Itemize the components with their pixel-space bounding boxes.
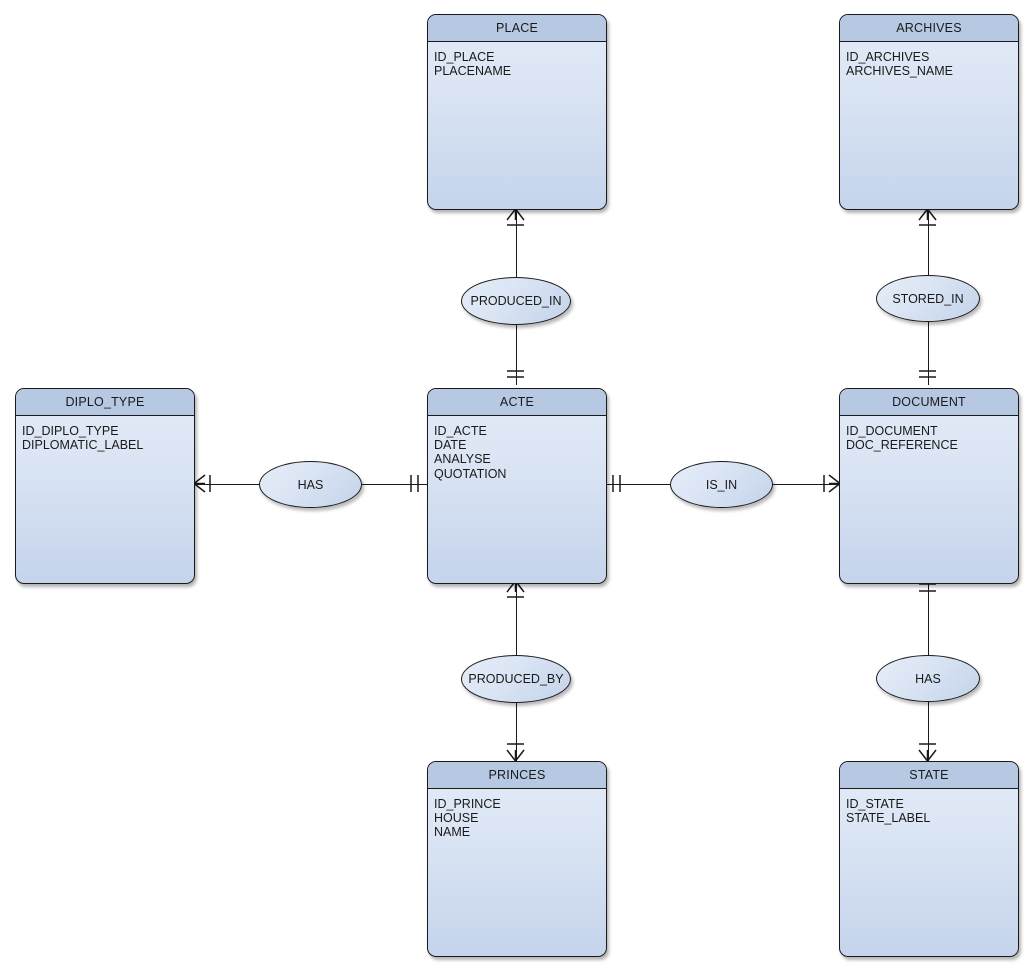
attribute: ID_PLACE xyxy=(434,50,495,64)
entity-diplo-type-title: DIPLO_TYPE xyxy=(16,389,194,416)
attribute: ANALYSE xyxy=(434,452,491,467)
cardinality-one-document-top xyxy=(919,370,936,378)
cardinality-many-archives xyxy=(918,208,937,226)
relationship-is-in[interactable]: IS_IN xyxy=(670,461,773,508)
cardinality-many-place xyxy=(506,208,525,226)
entity-archives-title: ARCHIVES xyxy=(840,15,1018,42)
relationship-has-diplo-type[interactable]: HAS xyxy=(259,461,362,508)
entity-place[interactable]: PLACE ID_PLACE PLACENAME xyxy=(427,14,607,210)
entity-diplo-type[interactable]: DIPLO_TYPE ID_DIPLO_TYPE DIPLOMATIC_LABE… xyxy=(15,388,195,584)
relationship-has-state[interactable]: HAS xyxy=(876,655,980,702)
attribute: ID_DOCUMENT xyxy=(846,424,938,438)
entity-acte-attributes: ID_ACTE DATE ANALYSE QUOTATION xyxy=(428,416,606,481)
cardinality-one-document-bottom xyxy=(919,583,936,592)
entity-acte[interactable]: ACTE ID_ACTE DATE ANALYSE QUOTATION xyxy=(427,388,607,584)
entity-archives[interactable]: ARCHIVES ID_ARCHIVES ARCHIVES_NAME xyxy=(839,14,1019,210)
cardinality-one-acte-top xyxy=(507,370,524,378)
attribute: PLACENAME xyxy=(434,64,512,79)
attribute: ID_DIPLO_TYPE xyxy=(22,424,119,438)
entity-document-attributes: ID_DOCUMENT DOC_REFERENCE xyxy=(840,416,1018,452)
attribute: DOC_REFERENCE xyxy=(846,438,958,453)
attribute: STATE_LABEL xyxy=(846,811,931,826)
attribute: DATE xyxy=(434,438,467,453)
attribute: ID_ACTE xyxy=(434,424,487,438)
attribute: ID_PRINCE xyxy=(434,797,501,811)
attribute: ID_STATE xyxy=(846,797,904,811)
relationship-produced-in[interactable]: PRODUCED_IN xyxy=(461,277,571,325)
cardinality-one-acte-right xyxy=(612,475,621,492)
attribute: ID_ARCHIVES xyxy=(846,50,930,64)
cardinality-many-state xyxy=(918,743,937,762)
attribute: QUOTATION xyxy=(434,466,507,481)
entity-state-title: STATE xyxy=(840,762,1018,789)
attribute: ARCHIVES_NAME xyxy=(846,64,953,79)
entity-state-attributes: ID_STATE STATE_LABEL xyxy=(840,789,1018,825)
relationship-stored-in[interactable]: STORED_IN xyxy=(876,275,980,322)
entity-diplo-type-attributes: ID_DIPLO_TYPE DIPLOMATIC_LABEL xyxy=(16,416,194,452)
entity-archives-attributes: ID_ARCHIVES ARCHIVES_NAME xyxy=(840,42,1018,78)
entity-document[interactable]: DOCUMENT ID_DOCUMENT DOC_REFERENCE xyxy=(839,388,1019,584)
attribute: NAME xyxy=(434,825,471,840)
cardinality-many-princes xyxy=(506,743,525,762)
attribute: HOUSE xyxy=(434,811,479,826)
entity-princes-attributes: ID_PRINCE HOUSE NAME xyxy=(428,789,606,840)
entity-princes[interactable]: PRINCES ID_PRINCE HOUSE NAME xyxy=(427,761,607,957)
cardinality-many-diplotype xyxy=(193,474,211,493)
cardinality-many-document-left xyxy=(823,474,841,493)
entity-princes-title: PRINCES xyxy=(428,762,606,789)
cardinality-one-acte-left xyxy=(410,475,419,492)
entity-acte-title: ACTE xyxy=(428,389,606,416)
entity-place-title: PLACE xyxy=(428,15,606,42)
entity-document-title: DOCUMENT xyxy=(840,389,1018,416)
entity-state[interactable]: STATE ID_STATE STATE_LABEL xyxy=(839,761,1019,957)
entity-place-attributes: ID_PLACE PLACENAME xyxy=(428,42,606,78)
attribute: DIPLOMATIC_LABEL xyxy=(22,438,144,453)
relationship-produced-by[interactable]: PRODUCED_BY xyxy=(461,655,571,703)
